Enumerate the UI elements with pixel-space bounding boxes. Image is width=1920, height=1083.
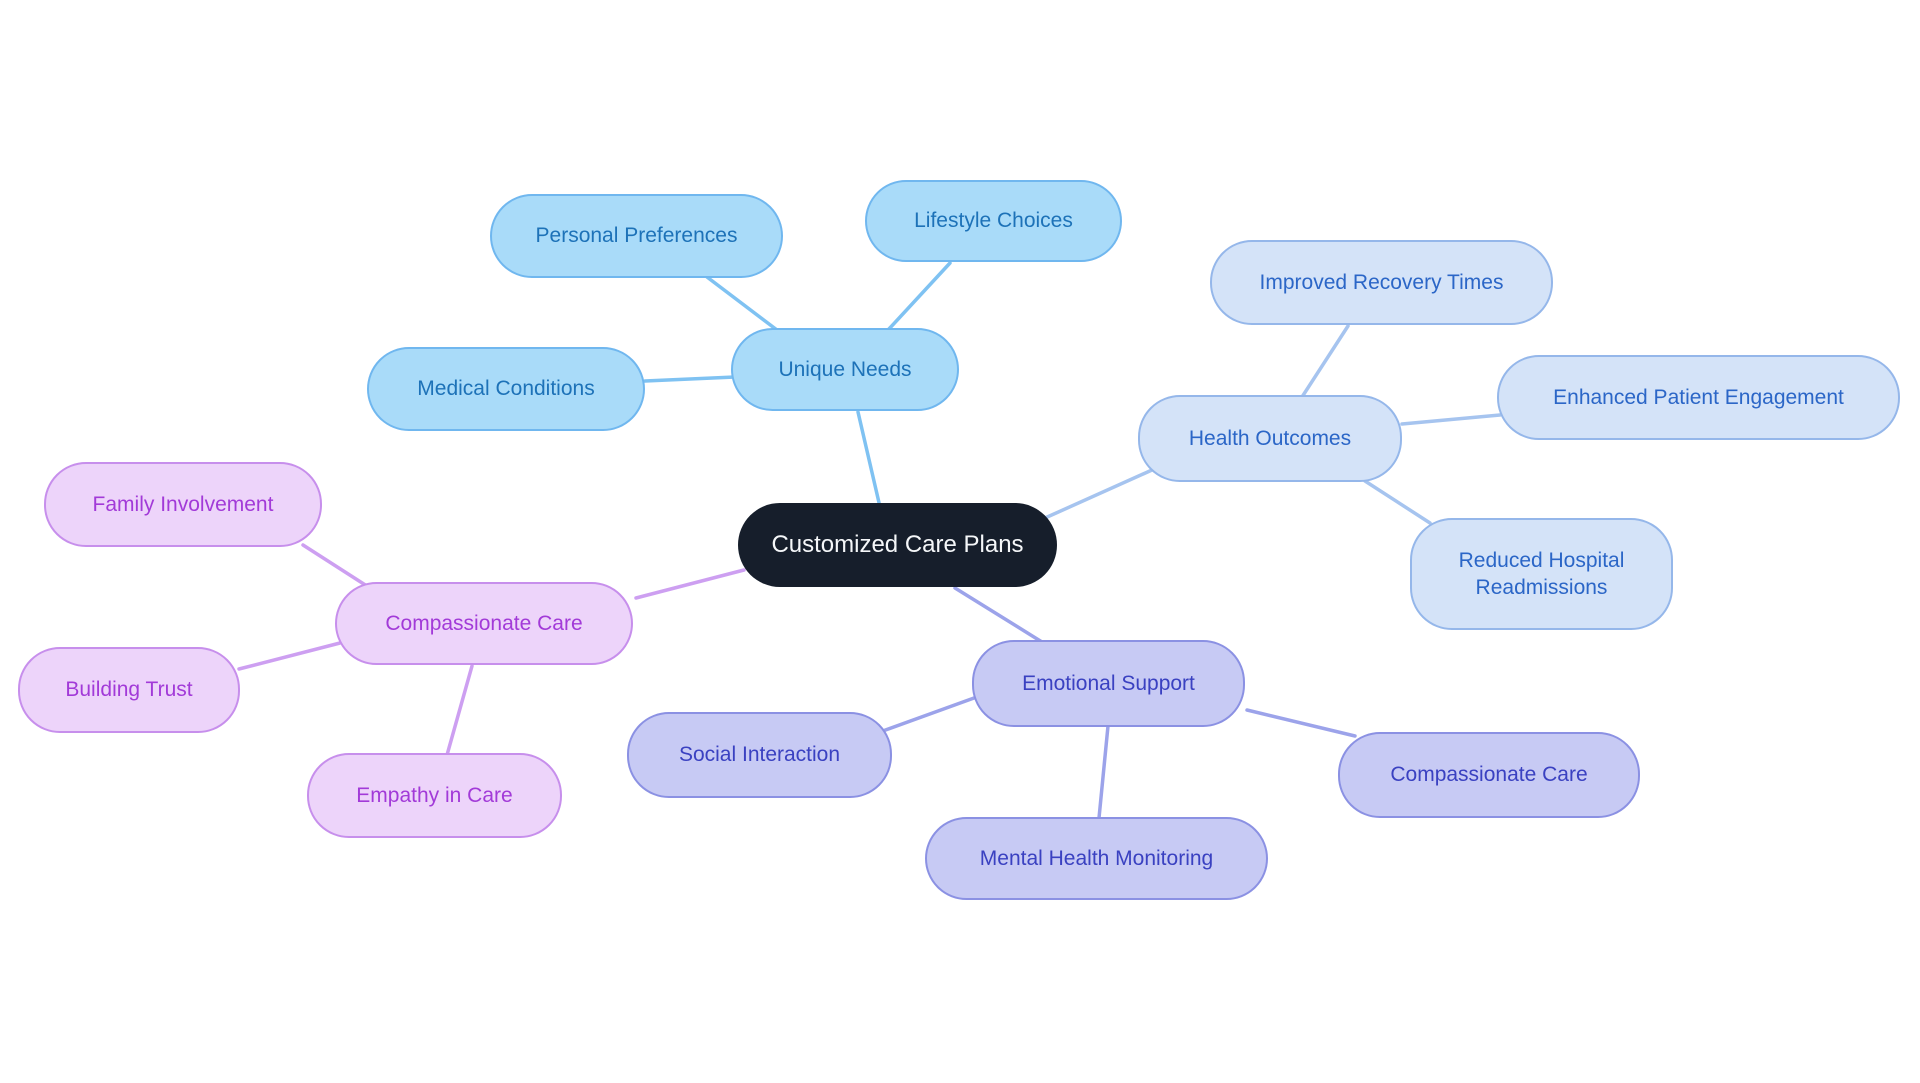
node-label: Medical Conditions: [417, 377, 595, 401]
edge-unique-needs-to-lifestyle-choices: [886, 261, 952, 332]
edge-health-outcomes-to-enhanced-patient-engagement: [1400, 413, 1502, 426]
node-building-trust[interactable]: Building Trust: [18, 647, 240, 733]
edge-compassionate-care-to-empathy-in-care: [445, 664, 474, 757]
node-label: Enhanced Patient Engagement: [1553, 385, 1844, 409]
node-empathy-in-care[interactable]: Empathy in Care: [307, 753, 562, 838]
edge-unique-needs-to-medical-conditions: [643, 375, 737, 383]
edge-emotional-support-to-center: [953, 586, 1044, 644]
node-mental-health-monitoring[interactable]: Mental Health Monitoring: [925, 817, 1268, 900]
node-unique-needs[interactable]: Unique Needs: [731, 328, 959, 411]
node-label: Lifestyle Choices: [914, 209, 1073, 233]
node-label: Building Trust: [65, 678, 193, 702]
node-label: Compassionate Care: [385, 611, 583, 635]
node-label: Health Outcomes: [1188, 426, 1352, 450]
edge-health-outcomes-to-center: [1043, 468, 1154, 520]
node-label: Compassionate Care: [1390, 763, 1588, 787]
node-label: Reduced Hospital Readmissions: [1458, 548, 1625, 599]
edge-unique-needs-to-center: [856, 410, 882, 509]
edge-health-outcomes-to-reduced-hospital-readmissions: [1363, 479, 1432, 525]
node-compassionate-care[interactable]: Compassionate Care: [335, 582, 633, 665]
edge-unique-needs-to-personal-preferences: [705, 275, 779, 332]
node-medical-conditions[interactable]: Medical Conditions: [367, 347, 645, 431]
node-social-interaction[interactable]: Social Interaction: [627, 712, 892, 798]
node-label: Emotional Support: [1022, 671, 1195, 695]
node-label: Personal Preferences: [535, 224, 738, 248]
edge-emotional-support-to-mental-health-monitoring: [1097, 724, 1110, 820]
node-reduced-hospital-readmissions[interactable]: Reduced Hospital Readmissions: [1410, 518, 1673, 630]
node-lifestyle-choices[interactable]: Lifestyle Choices: [865, 180, 1122, 262]
node-label: Customized Care Plans: [771, 531, 1024, 559]
node-label: Social Interaction: [678, 743, 841, 767]
node-label: Family Involvement: [92, 492, 274, 516]
node-emotional-support[interactable]: Emotional Support: [972, 640, 1245, 727]
node-health-outcomes[interactable]: Health Outcomes: [1138, 395, 1402, 482]
edge-emotional-support-to-social-interaction: [878, 696, 976, 734]
node-personal-preferences[interactable]: Personal Preferences: [490, 194, 783, 278]
node-label: Improved Recovery Times: [1259, 270, 1504, 294]
edge-compassionate-care-to-building-trust: [237, 641, 342, 671]
node-label: Empathy in Care: [356, 783, 513, 807]
node-enhanced-patient-engagement[interactable]: Enhanced Patient Engagement: [1497, 355, 1900, 440]
node-compassionate-care-support[interactable]: Compassionate Care: [1338, 732, 1640, 818]
edge-compassionate-care-to-family-involvement: [301, 543, 372, 590]
node-family-involvement[interactable]: Family Involvement: [44, 462, 322, 547]
edge-emotional-support-to-compassionate-care: [1245, 708, 1357, 738]
node-improved-recovery-times[interactable]: Improved Recovery Times: [1210, 240, 1553, 325]
edge-health-outcomes-to-improved-recovery-times: [1300, 324, 1350, 399]
node-customized-care-plans[interactable]: Customized Care Plans: [738, 503, 1057, 587]
edge-compassionate-care-to-center: [634, 568, 746, 600]
node-label: Mental Health Monitoring: [979, 846, 1214, 870]
node-label: Unique Needs: [778, 357, 912, 381]
